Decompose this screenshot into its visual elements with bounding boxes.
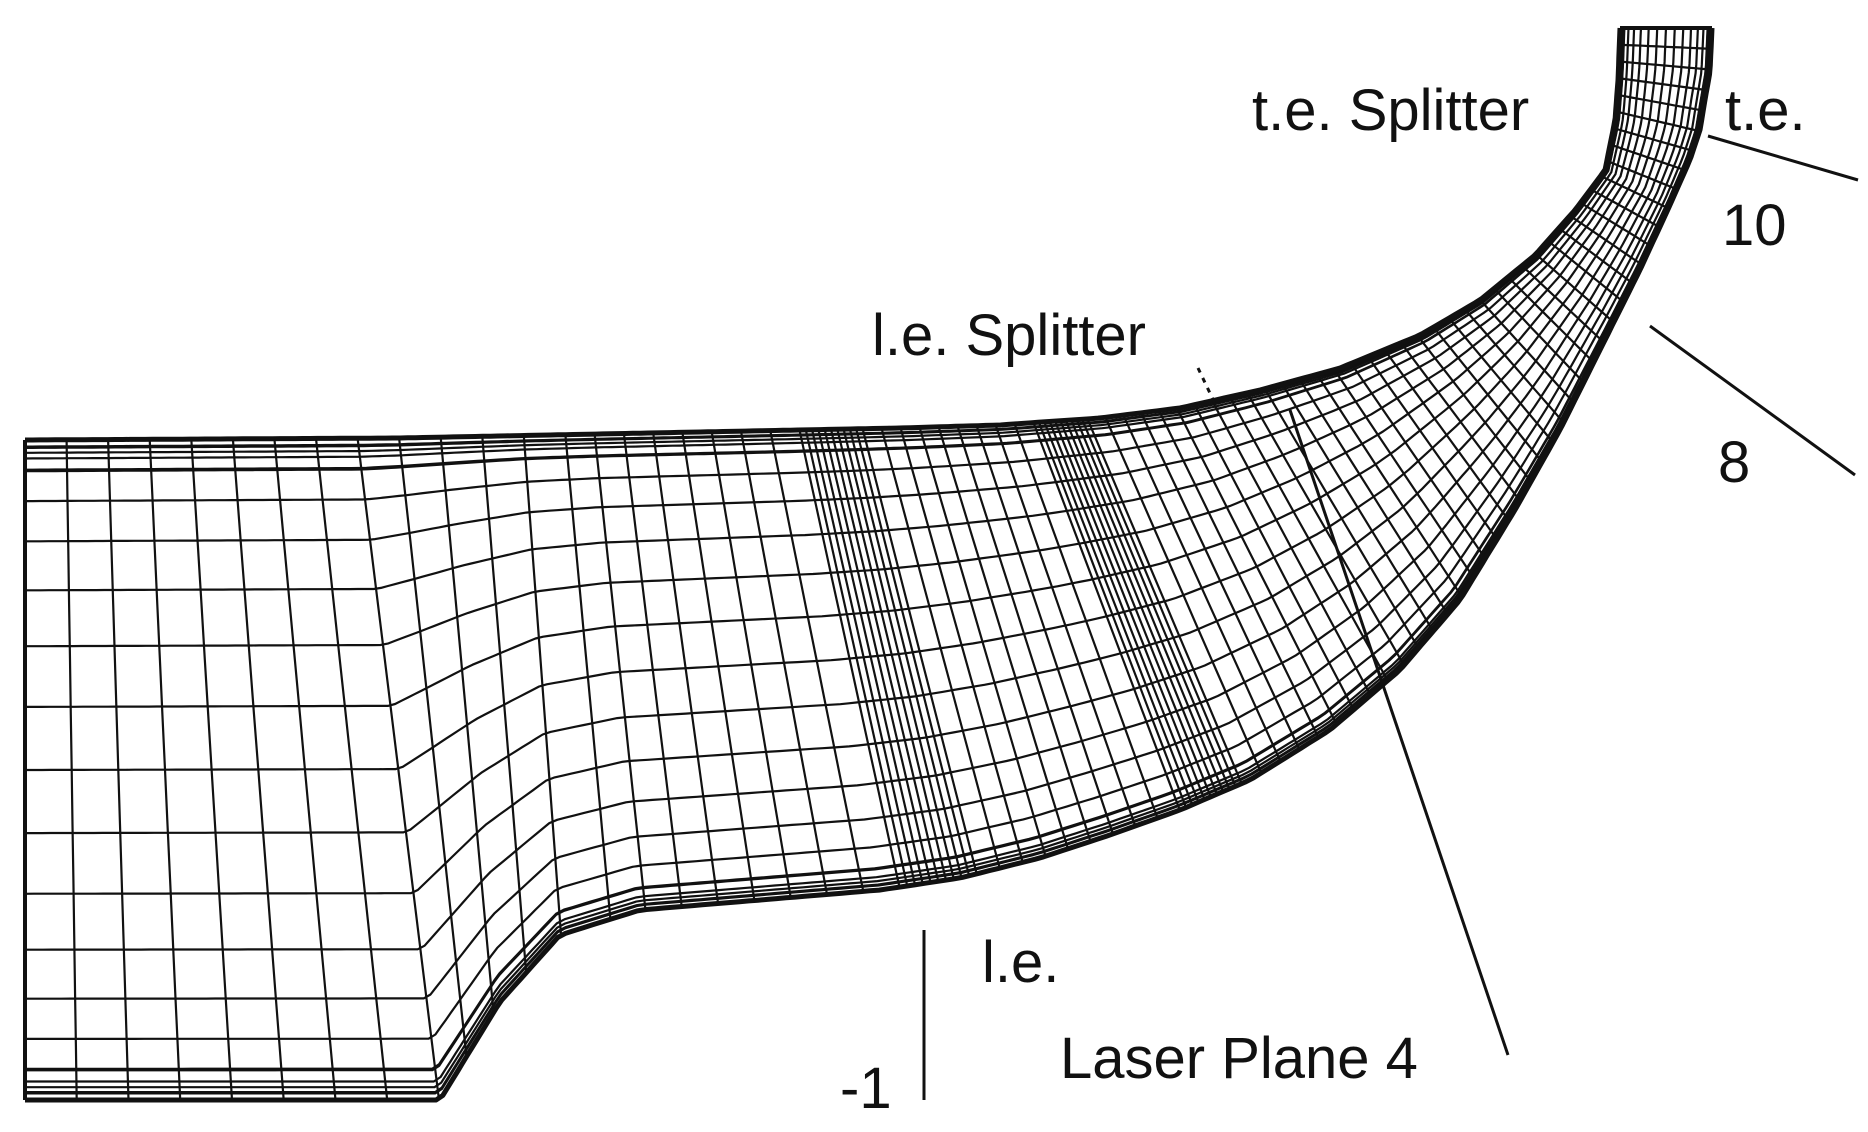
mesh-streamwise-line — [25, 27, 1668, 772]
mesh-streamwise-line — [25, 27, 1676, 835]
mesh-streamwise-line — [25, 27, 1636, 543]
marker-line-8 — [1649, 324, 1856, 477]
mesh-streamwise-line — [25, 27, 1626, 471]
label-station-minus1: -1 — [840, 1056, 892, 1121]
marker-line-laser-plane — [1288, 409, 1510, 1056]
label-le-splitter: l.e. Splitter — [872, 303, 1146, 368]
marker-line-te — [1707, 134, 1859, 182]
mesh-streamwise-line — [25, 27, 1709, 1070]
mesh-streamwise-line — [25, 27, 1693, 951]
mesh-streamwise-line — [25, 27, 1699, 1000]
computational-mesh — [23, 26, 1715, 1103]
mesh-streamwise-line — [25, 27, 1650, 648]
mesh-streamwise-line — [25, 27, 1711, 1083]
station-markers — [922, 134, 1859, 1100]
label-station-10: 10 — [1722, 193, 1787, 258]
diagram-labels: t.e. Splitter t.e. 10 l.e. Splitter 8 l.… — [840, 78, 1806, 1121]
marker-line-le-splitter — [1196, 367, 1220, 411]
shroud-wall — [25, 27, 1623, 443]
mesh-streamwise-line — [25, 27, 1705, 1040]
mesh-streamwise-line — [25, 27, 1659, 708]
mesh-streamwise-line — [24, 27, 1685, 895]
label-te-splitter: t.e. Splitter — [1252, 78, 1529, 143]
label-le: l.e. — [982, 930, 1059, 995]
mesh-streamwise-line — [25, 27, 1630, 503]
label-te: t.e. — [1725, 78, 1806, 143]
label-station-8: 8 — [1718, 430, 1750, 495]
label-laser-plane: Laser Plane 4 — [1060, 1026, 1418, 1091]
mesh-streamwise-line — [25, 27, 1643, 592]
hub-wall — [25, 27, 1715, 1103]
